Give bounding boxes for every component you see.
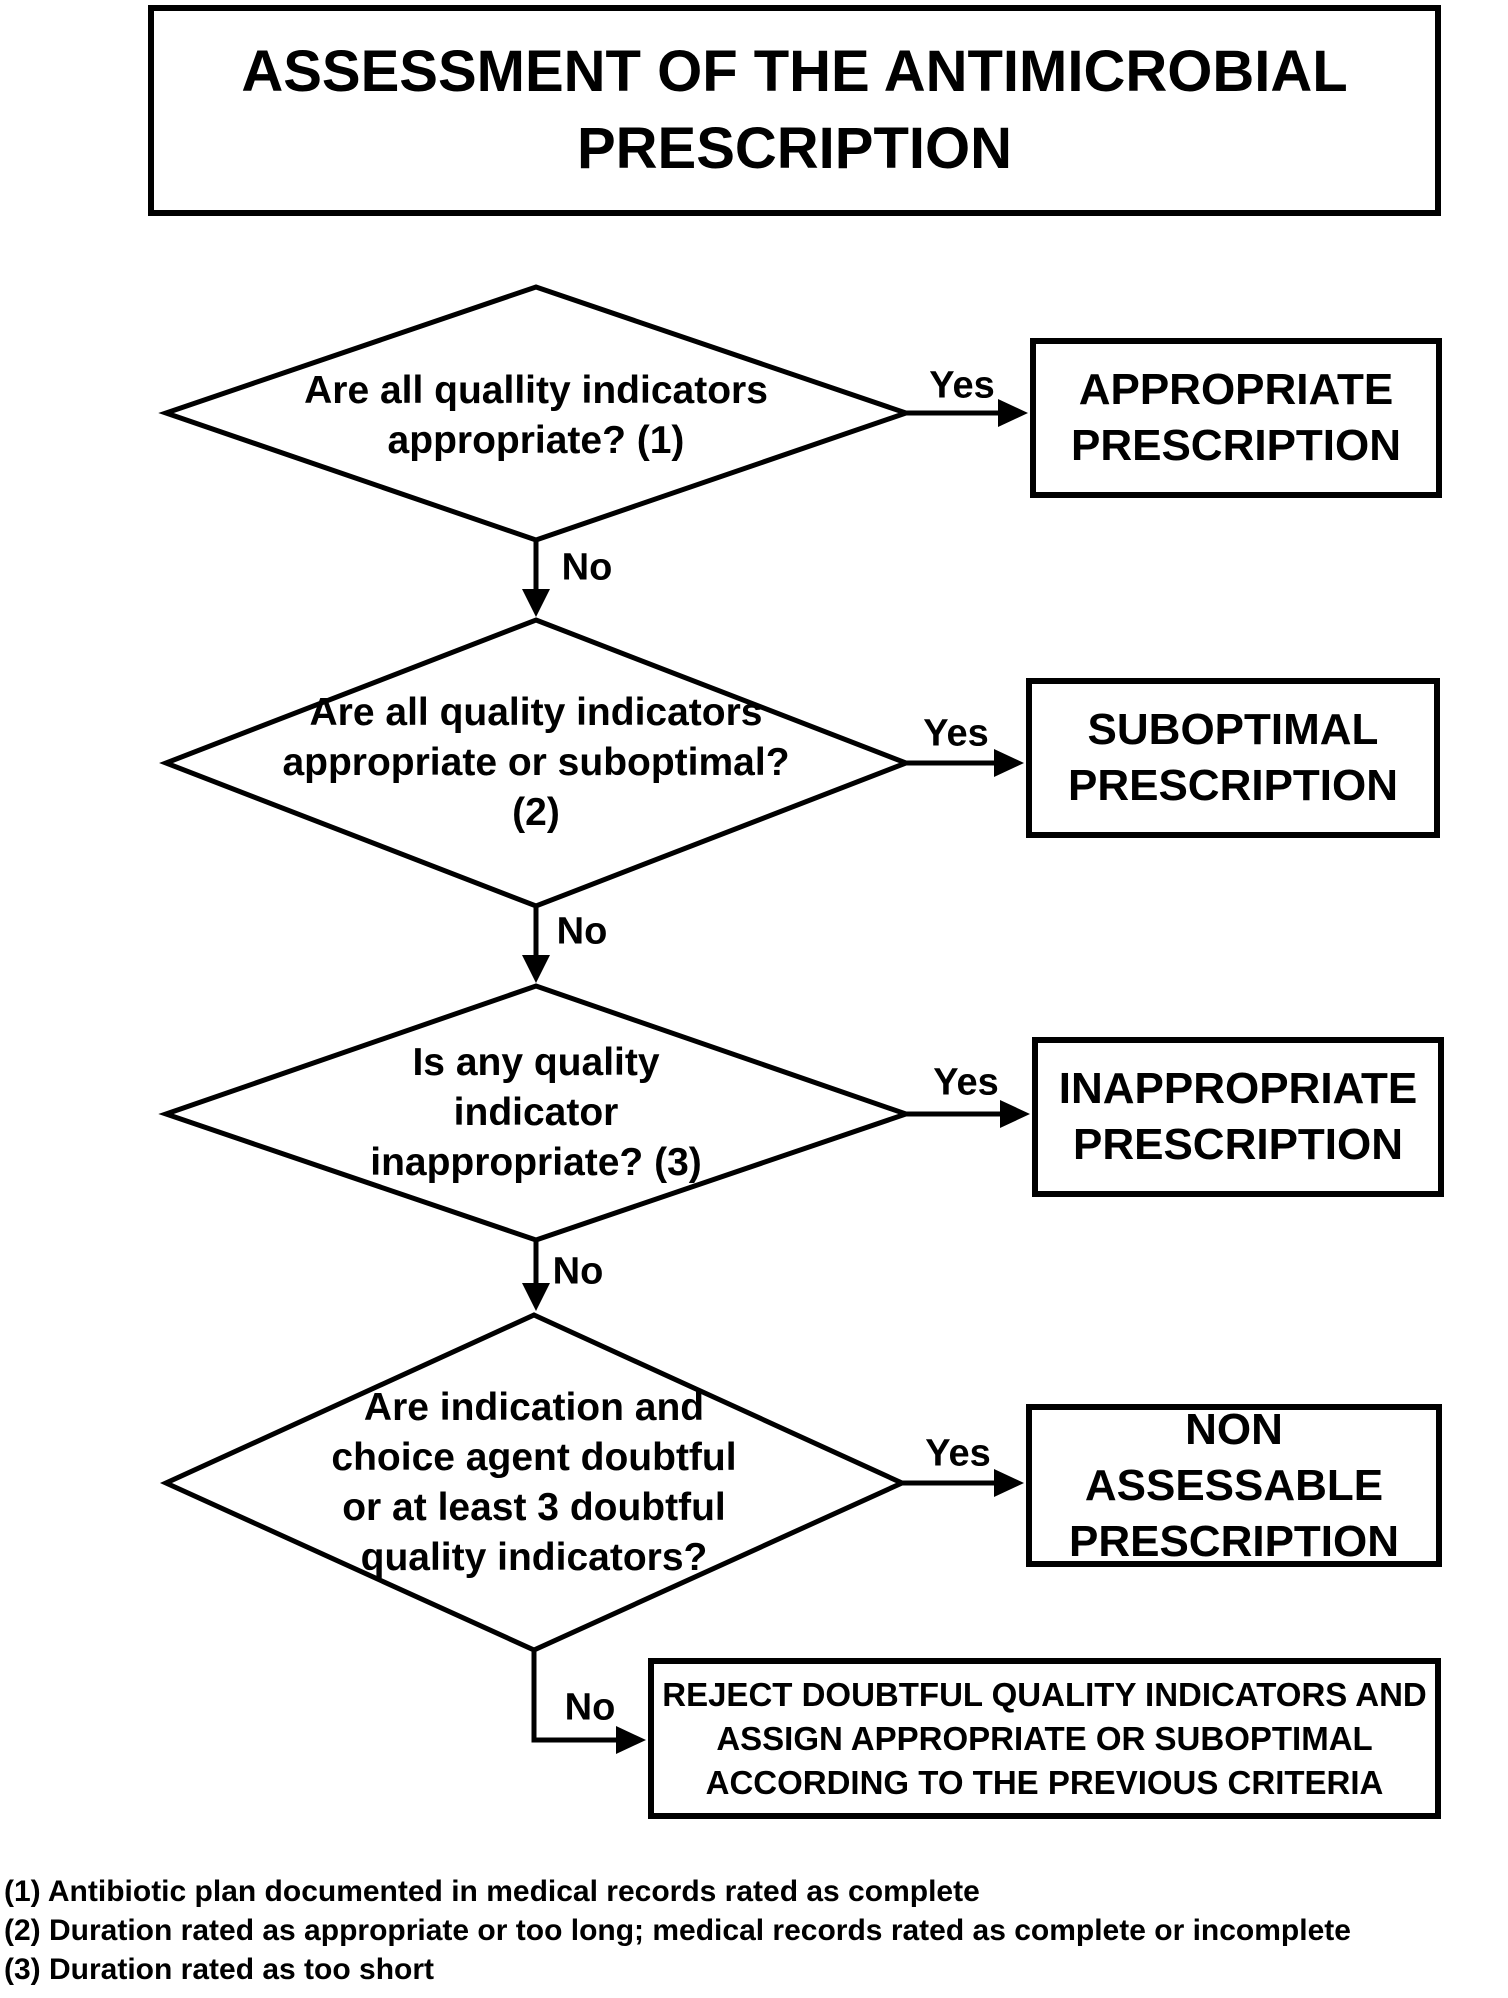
yes-arrowhead-4 bbox=[994, 1469, 1024, 1497]
decision-question-3: Is any quality indicator inappropriate? … bbox=[370, 1041, 702, 1184]
yes-label-3: Yes bbox=[933, 1061, 999, 1104]
result-box-inappropriate: INAPPROPRIATE PRESCRIPTION bbox=[1032, 1037, 1444, 1197]
footnote-1: (1) Antibiotic plan documented in medica… bbox=[4, 1875, 980, 1908]
result-box-appropriate: APPROPRIATE PRESCRIPTION bbox=[1030, 338, 1442, 498]
no-arrowhead-3 bbox=[522, 1283, 550, 1311]
result-box-reject-doubtful: REJECT DOUBTFUL QUALITY INDICATORS AND A… bbox=[648, 1658, 1441, 1819]
footnote-2: (2) Duration rated as appropriate or too… bbox=[4, 1914, 1351, 1947]
yes-label-1: Yes bbox=[929, 364, 995, 407]
no-label-2: No bbox=[556, 910, 608, 953]
result-label-appropriate: APPROPRIATE PRESCRIPTION bbox=[1070, 365, 1402, 470]
no-label-3: No bbox=[552, 1250, 604, 1293]
no-arrowhead-2 bbox=[522, 955, 550, 983]
result-label-non-assessable: NON ASSESSABLE PRESCRIPTION bbox=[1068, 1404, 1400, 1566]
yes-arrowhead-3 bbox=[1000, 1100, 1030, 1128]
result-label-reject-doubtful: REJECT DOUBTFUL QUALITY INDICATORS AND A… bbox=[662, 1675, 1427, 1801]
no-arrow-line-4 bbox=[531, 1650, 620, 1743]
result-label-inappropriate: INAPPROPRIATE PRESCRIPTION bbox=[1058, 1064, 1418, 1169]
no-arrowhead-1 bbox=[522, 589, 550, 617]
footnotes: (1) Antibiotic plan documented in medica… bbox=[4, 1872, 1506, 1989]
no-label-1: No bbox=[561, 546, 613, 589]
decision-question-2: Are all quality indicators appropriate o… bbox=[282, 691, 790, 834]
decision-question-4: Are indication and choice agent doubtful… bbox=[331, 1386, 737, 1579]
yes-label-2: Yes bbox=[923, 712, 989, 755]
diagram-title: ASSESSMENT OF THE ANTIMICROBIAL PRESCRIP… bbox=[241, 38, 1348, 181]
diagram-title-box: ASSESSMENT OF THE ANTIMICROBIAL PRESCRIP… bbox=[148, 5, 1441, 216]
yes-arrowhead-2 bbox=[994, 749, 1024, 777]
footnote-3: (3) Duration rated as too short bbox=[4, 1953, 435, 1986]
no-label-4: No bbox=[564, 1686, 616, 1729]
yes-arrowhead-1 bbox=[998, 399, 1028, 427]
no-arrowhead-4 bbox=[616, 1726, 646, 1754]
decision-question-1: Are all quallity indicators appropriate?… bbox=[304, 369, 768, 462]
result-label-suboptimal: SUBOPTIMAL PRESCRIPTION bbox=[1067, 705, 1399, 810]
yes-label-4: Yes bbox=[925, 1432, 991, 1475]
result-box-suboptimal: SUBOPTIMAL PRESCRIPTION bbox=[1026, 678, 1440, 838]
result-box-non-assessable: NON ASSESSABLE PRESCRIPTION bbox=[1026, 1404, 1442, 1567]
